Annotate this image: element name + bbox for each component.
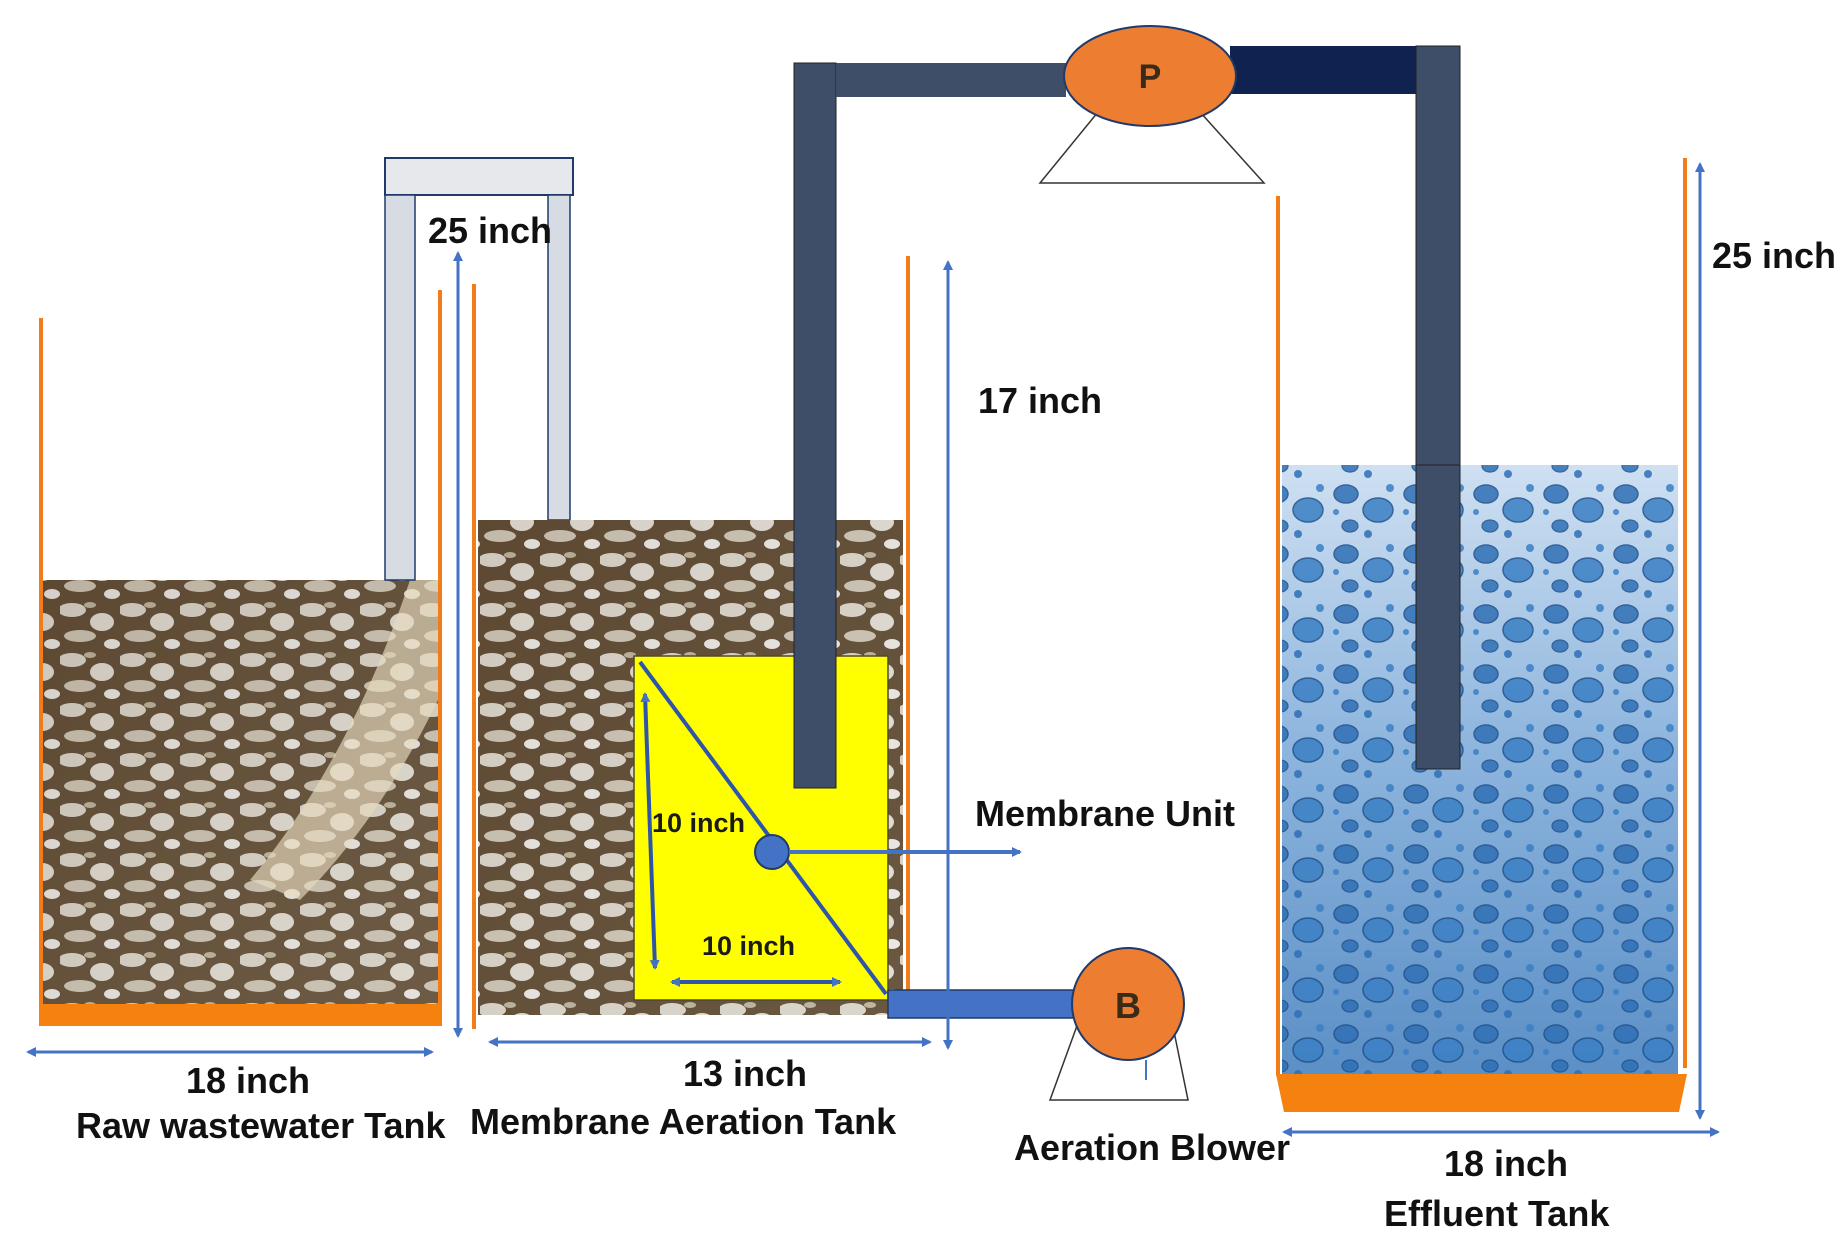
pump-body [1063,25,1237,127]
membrane-height-label: 10 inch [652,808,745,838]
blower-body [1071,947,1185,1061]
aeration-tank-width-label: 13 inch [683,1053,807,1094]
raw-tank-left-wall [39,318,43,1006]
pump-letter: P [1139,58,1162,96]
aeration-tank-height-label: 17 inch [978,380,1102,421]
membrane-center-node [754,834,790,870]
transfer-pipe [384,157,574,581]
membrane-unit-label: Membrane Unit [975,793,1235,834]
raw-tank-height-label: 25 inch [428,210,552,251]
blower-letter: B [1115,985,1141,1026]
effluent-tank-name-label: Effluent Tank [1384,1193,1610,1234]
aeration-tank-left-wall [472,284,476,1029]
effluent-tank-height-label: 25 inch [1712,235,1835,276]
effluent-tank-left-wall [1276,196,1280,1076]
membrane-height-arrow [640,692,660,970]
effluent-tank-base [1276,1074,1687,1112]
raw-tank-name-label: Raw wastewater Tank [76,1105,446,1146]
aeration-tank-name-label: Membrane Aeration Tank [470,1101,897,1142]
blower-air-pipe [887,989,1077,1019]
raw-tank-right-wall [438,290,442,1006]
effluent-tank-right-wall [1683,158,1687,1068]
permeate-pump: P [1038,25,1266,184]
effluent-tank [1276,158,1687,1112]
raw-tank-width-label: 18 inch [186,1060,310,1101]
raw-tank-inflow-stream [250,580,438,900]
raw-tank-base [39,1004,442,1026]
membrane-unit: 10 inch 10 inch [633,655,1022,1001]
membrane-width-label: 10 inch [702,931,795,961]
blower-name-label: Aeration Blower [1014,1127,1290,1168]
effluent-tank-width-label: 18 inch [1444,1143,1568,1184]
raw-wastewater-tank [39,290,442,1026]
aeration-tank-right-wall [906,256,910,996]
dimension-arrows [26,162,1720,1137]
aeration-blower: B [1048,947,1189,1101]
